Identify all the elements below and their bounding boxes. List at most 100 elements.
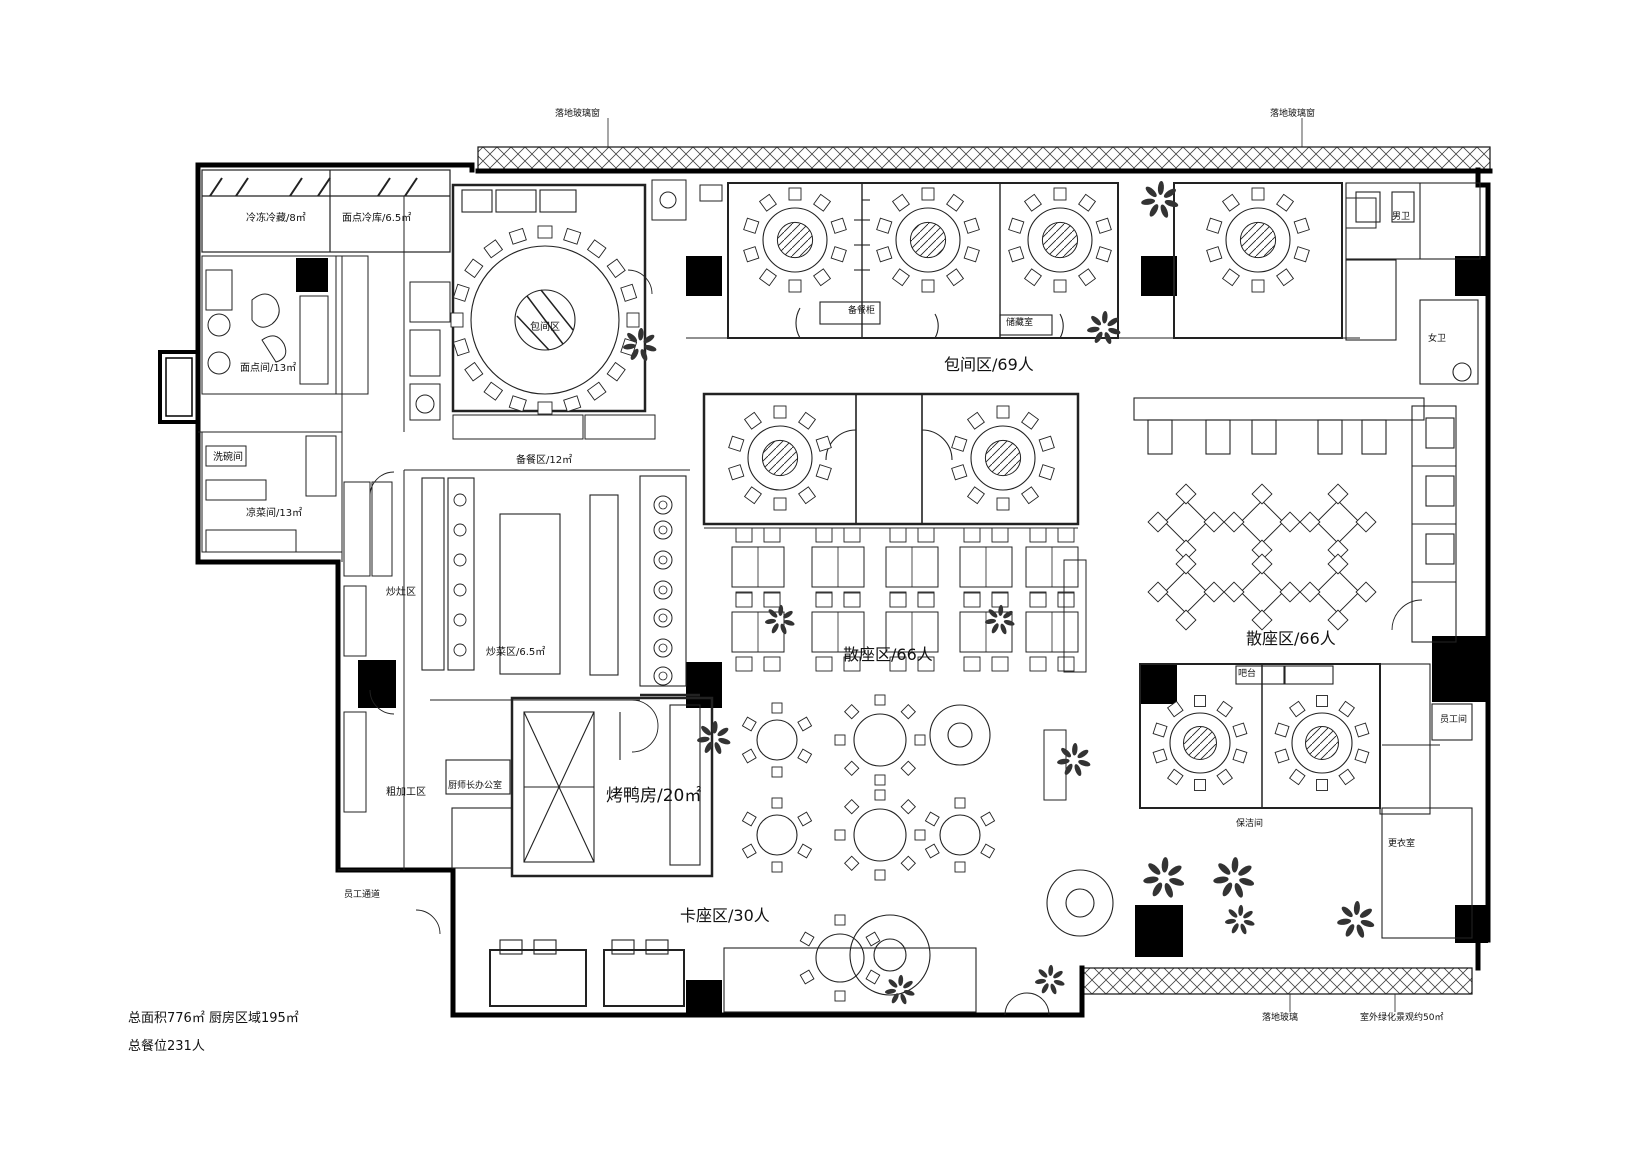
chair xyxy=(743,486,762,505)
table-top xyxy=(756,814,798,856)
leaf xyxy=(778,604,784,617)
chair xyxy=(1327,553,1349,575)
chair xyxy=(741,811,757,827)
chair xyxy=(798,411,817,430)
table-top xyxy=(1240,570,1284,614)
chair xyxy=(799,969,815,985)
label-toilet-m: 男卫 xyxy=(1392,212,1411,222)
chair xyxy=(1095,217,1112,234)
leaf xyxy=(701,725,712,736)
leaf xyxy=(627,332,638,343)
plant xyxy=(697,720,731,755)
table-top xyxy=(1316,500,1360,544)
chair xyxy=(799,931,815,947)
chair xyxy=(815,656,833,672)
leaf xyxy=(898,974,904,987)
chair xyxy=(963,246,980,263)
burner-center xyxy=(658,671,668,681)
leaf xyxy=(1061,747,1072,758)
chair xyxy=(914,829,926,841)
chair xyxy=(1316,779,1328,791)
leaf xyxy=(1064,763,1073,775)
chair xyxy=(876,217,893,234)
leaf xyxy=(1050,983,1057,995)
chair xyxy=(798,486,817,505)
label-dishwash: 洗碗间 xyxy=(213,452,243,463)
chair xyxy=(996,497,1010,511)
chair xyxy=(844,799,860,815)
label-card-area: 卡座区/30人 xyxy=(680,906,770,925)
chair xyxy=(951,464,968,481)
leaf xyxy=(1074,764,1082,777)
round-table xyxy=(834,789,926,881)
table-top xyxy=(1316,570,1360,614)
diamond-table xyxy=(1223,553,1301,631)
table-top xyxy=(1240,500,1284,544)
chair xyxy=(1279,511,1301,533)
leaf xyxy=(884,988,897,994)
leaf xyxy=(644,345,657,352)
chair xyxy=(1216,700,1233,718)
chair xyxy=(830,217,847,234)
round-table xyxy=(728,405,832,511)
leaf xyxy=(998,604,1004,617)
lazy-susan xyxy=(1183,726,1217,760)
chair xyxy=(991,527,1009,543)
chair xyxy=(1167,700,1184,718)
leaf xyxy=(1164,200,1179,208)
label-ring-room: 包间区 xyxy=(530,322,560,333)
note-bottom-2: 室外绿化景观约50㎡ xyxy=(1360,1013,1444,1023)
leaf xyxy=(1094,331,1103,343)
chair xyxy=(1206,246,1223,263)
chair xyxy=(1354,748,1370,764)
chair xyxy=(924,843,940,859)
lazy-susan xyxy=(1041,221,1079,259)
burner xyxy=(653,608,673,628)
chair xyxy=(917,656,935,672)
chair xyxy=(1194,779,1206,791)
chair xyxy=(537,225,553,239)
leaf xyxy=(1078,760,1091,767)
square-table-group xyxy=(885,527,939,607)
label-bbq-room: 烤鸭房/20㎡ xyxy=(606,786,702,806)
chair xyxy=(788,187,802,201)
burner-center xyxy=(658,643,668,653)
leaf xyxy=(1353,901,1360,916)
round-table xyxy=(1008,187,1112,293)
chair xyxy=(1095,246,1112,263)
leaf xyxy=(638,327,644,341)
chair xyxy=(452,338,470,357)
chair xyxy=(1194,695,1206,707)
burner xyxy=(453,613,467,627)
leaf xyxy=(1160,204,1169,218)
chair xyxy=(758,268,777,287)
table-top xyxy=(853,713,907,767)
chair xyxy=(1221,193,1240,212)
side-cabinet xyxy=(1043,729,1067,801)
table-top xyxy=(1164,570,1208,614)
chair xyxy=(874,694,886,706)
diamond-table xyxy=(1223,483,1301,561)
chair xyxy=(1175,553,1197,575)
side-cabinet xyxy=(1063,559,1087,673)
chair xyxy=(1327,483,1349,505)
label-office: 厨师长办公室 xyxy=(448,781,503,791)
chair xyxy=(773,405,787,419)
chair xyxy=(1232,722,1248,738)
table-top xyxy=(853,808,907,862)
chair xyxy=(996,405,1010,419)
chair xyxy=(900,704,916,720)
leaf xyxy=(1034,978,1047,984)
leaf xyxy=(1148,863,1161,875)
chair xyxy=(900,799,916,815)
leaf xyxy=(1224,918,1237,924)
leaf xyxy=(1164,883,1173,898)
table-top xyxy=(1164,500,1208,544)
chair xyxy=(1316,695,1328,707)
plants xyxy=(623,181,1375,1005)
chair xyxy=(874,869,886,881)
leaf xyxy=(1038,969,1048,978)
leaf xyxy=(764,618,777,624)
leaf xyxy=(1072,742,1078,756)
chair xyxy=(483,239,504,259)
